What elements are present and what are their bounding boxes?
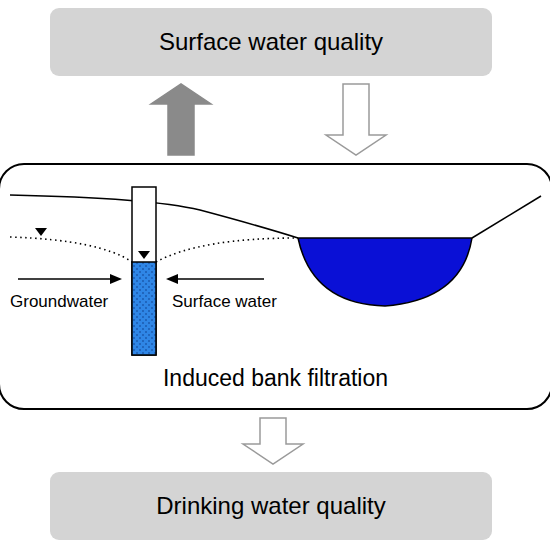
arrowhead <box>110 274 122 284</box>
quality-box: Drinking water quality <box>50 472 492 540</box>
process-box: Induced bank filtration <box>0 163 550 410</box>
block-arrow <box>151 84 211 155</box>
block-arrow <box>326 84 386 155</box>
box-label: Surface water quality <box>159 28 383 56</box>
arrowhead <box>166 274 178 284</box>
surface-water-flow-arrow <box>172 278 264 280</box>
flow-label: Groundwater <box>10 292 108 312</box>
river-water <box>298 238 472 306</box>
process-title: Induced bank filtration <box>0 365 550 392</box>
groundwater-flow-arrow <box>18 278 116 280</box>
well-casing <box>132 187 156 355</box>
water-table-marker <box>35 228 47 236</box>
flow-label: Surface water <box>172 292 277 312</box>
well-water-marker <box>138 251 150 259</box>
quality-box: Surface water quality <box>50 8 492 76</box>
well-water <box>132 262 156 355</box>
river-bank <box>472 196 541 238</box>
box-label: Drinking water quality <box>156 492 385 520</box>
block-arrow <box>243 418 303 464</box>
